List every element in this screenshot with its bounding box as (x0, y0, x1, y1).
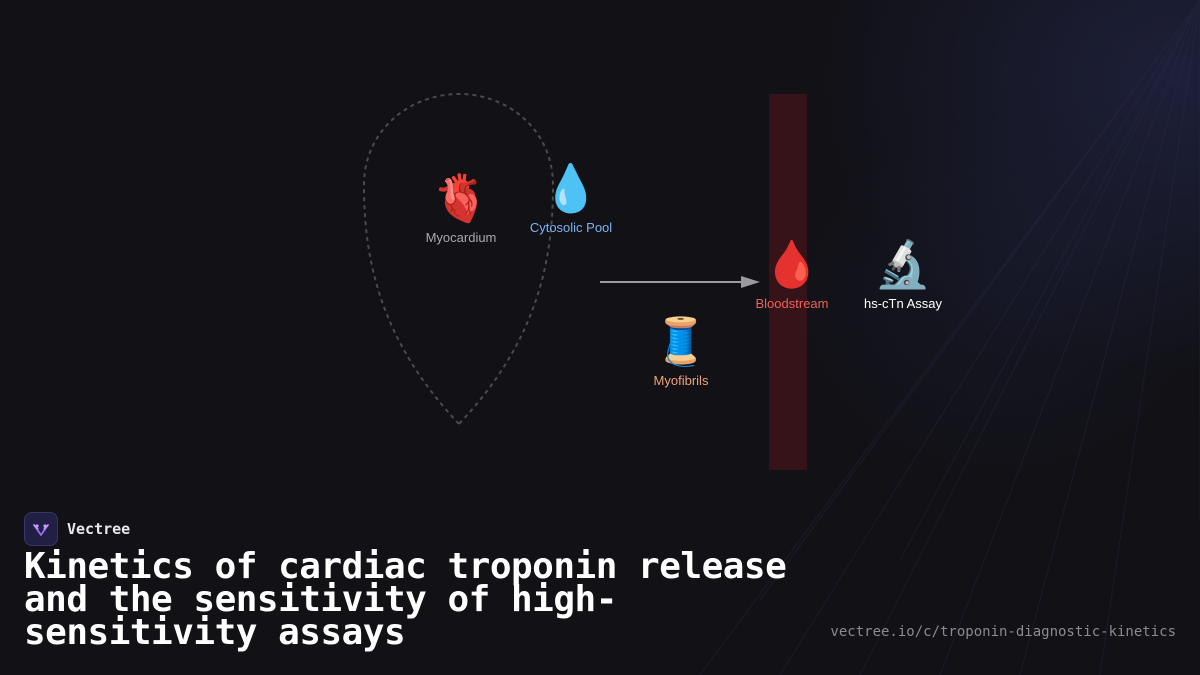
release-arrow (600, 276, 760, 288)
myofibrils-node: 🧵 Myofibrils (601, 313, 761, 388)
brand: Vectree (24, 512, 130, 546)
page-title: Kinetics of cardiac troponin release and… (24, 546, 787, 653)
bloodstream-band (769, 94, 807, 470)
cytosolic-pool-node: 💧 Cytosolic Pool (491, 160, 651, 235)
myocardium-label: Myocardium (425, 230, 497, 245)
heart-outline (362, 92, 555, 426)
myocardium-node: 🫀 Myocardium (381, 170, 541, 245)
cytosolic-pool-label: Cytosolic Pool (529, 220, 613, 235)
blood-drop-icon: 🩸 (763, 238, 821, 290)
anatomical-heart-icon: 🫀 (432, 172, 490, 224)
myofibrils-label: Myofibrils (653, 373, 709, 388)
page-url[interactable]: vectree.io/c/troponin-diagnostic-kinetic… (830, 624, 1176, 640)
brand-name: Vectree (67, 520, 131, 538)
hs-ctn-assay-node: 🔬 hs-cTn Assay (823, 236, 983, 311)
hs-ctn-assay-label: hs-cTn Assay (863, 296, 943, 311)
bloodstream-node: 🩸 Bloodstream (712, 236, 872, 311)
microscope-icon: 🔬 (874, 238, 932, 290)
vectree-logo-icon (24, 512, 58, 546)
bloodstream-label: Bloodstream (755, 296, 829, 311)
droplet-icon: 💧 (542, 162, 600, 214)
thread-spool-icon: 🧵 (652, 315, 710, 367)
